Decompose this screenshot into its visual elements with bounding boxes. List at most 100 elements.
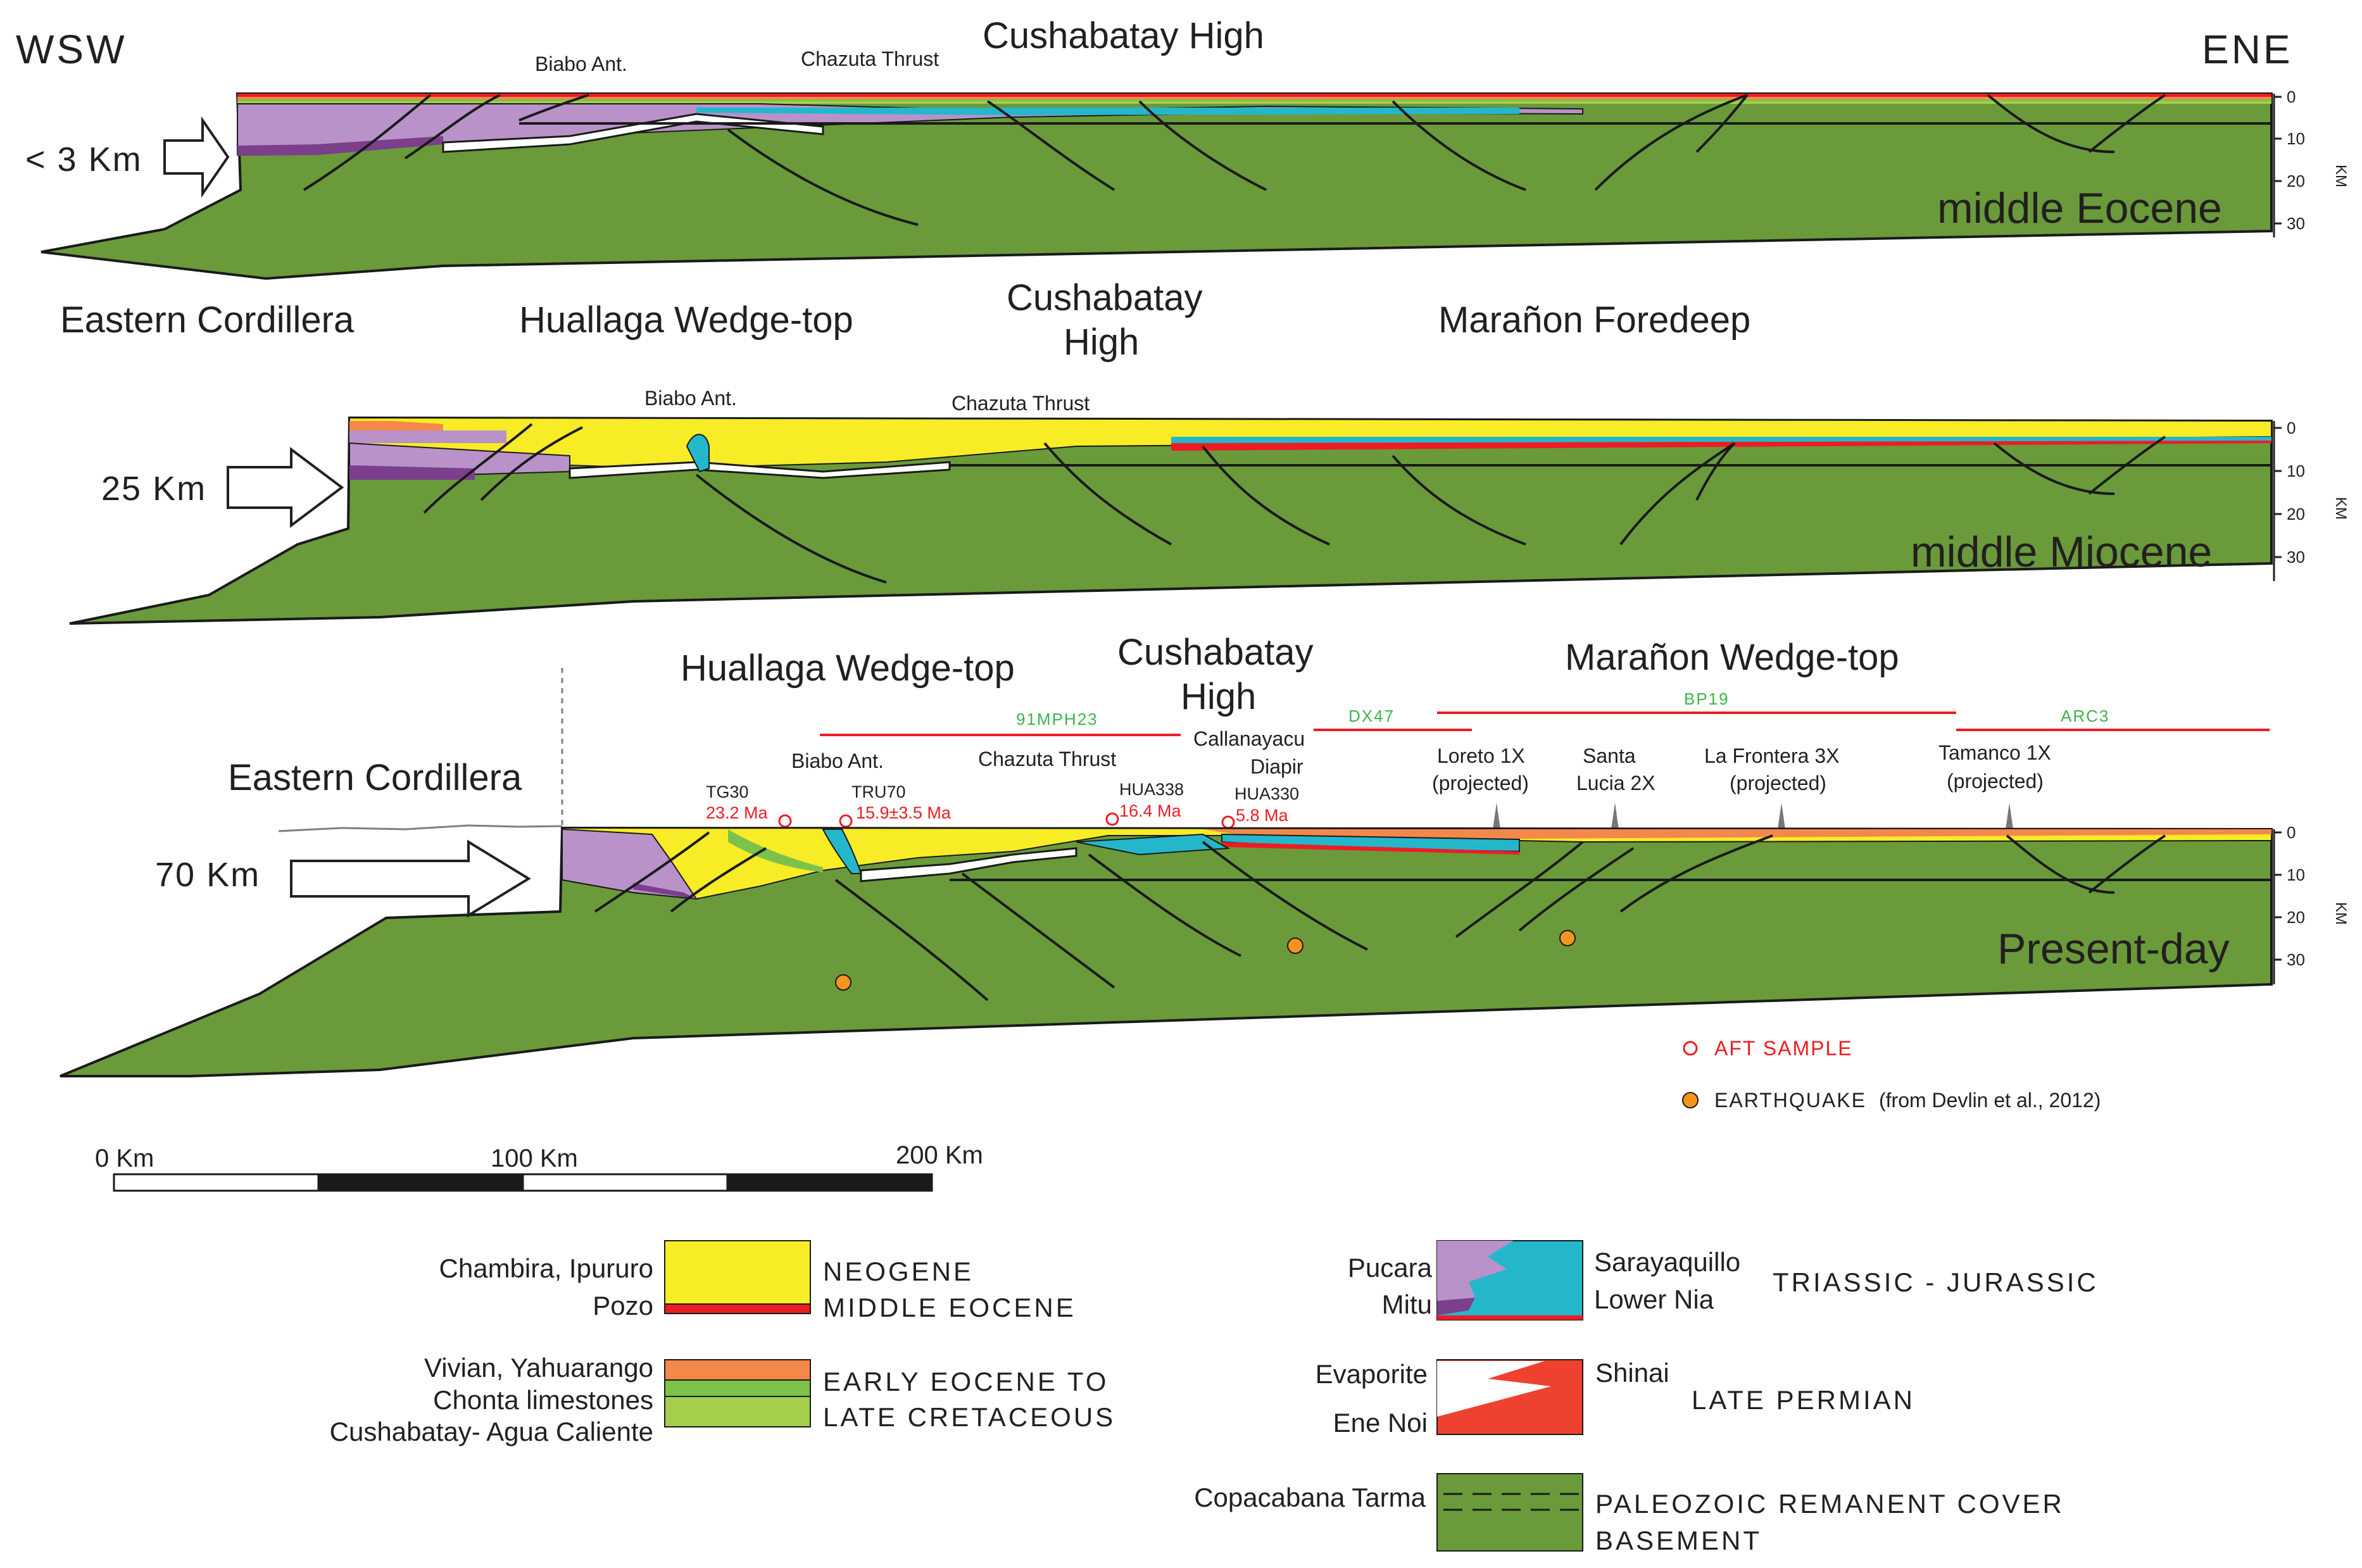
shortening-arrow-present (290, 839, 531, 918)
aft-sample-label: AFT SAMPLE (1714, 1037, 1853, 1060)
earthquake-marker-2 (1287, 938, 1303, 954)
shift-label-eocene: < 3 Km (25, 141, 142, 179)
svg-text:KM: KM (2332, 165, 2349, 187)
period-label-middle-eocene: middle Eocene (1937, 184, 2222, 232)
legend-age-middle-eocene: MIDDLE EOCENE (823, 1293, 1076, 1322)
legend-age-triassic-jurassic: TRIASSIC - JURASSIC (1773, 1267, 2099, 1297)
shortening-arrow-miocene (227, 447, 344, 528)
svg-text:10: 10 (2287, 865, 2305, 884)
depth-axis-miocene: 0 10 20 30 KM (2273, 418, 2349, 581)
shortening-arrow-eocene (163, 116, 230, 198)
sample-hua330-age: 5.8 Ma (1236, 806, 1289, 825)
region-huallaga-wedge-top-2: Huallaga Wedge-top (681, 648, 1015, 689)
legend-age-late-cretaceous: LATE CRETACEOUS (823, 1402, 1115, 1432)
region-cushabatay-1: Cushabatay (1007, 277, 1203, 318)
feature-chazuta-thrust-present: Chazuta Thrust (978, 748, 1116, 770)
legend-age-late-permian: LATE PERMIAN (1692, 1385, 1915, 1415)
profile-dx47: DX47 (1348, 706, 1395, 725)
period-label-present-day: Present-day (1997, 925, 2230, 973)
scale-bar: 0 Km 100 Km 200 Km (95, 1141, 983, 1192)
well-la-frontera-3x: La Frontera 3X (1704, 744, 1839, 767)
aft-sample-icon (1683, 1041, 1698, 1056)
scale-label-0: 0 Km (95, 1145, 154, 1172)
depth-axis-present: 0 10 20 30 KM (2273, 823, 2349, 984)
section-middle-miocene (69, 416, 2273, 625)
legend-swatch-triassic (1436, 1240, 1583, 1320)
legend-age-neogene: NEOGENE (823, 1257, 974, 1286)
feature-callanayacu: Callanayacu (1193, 727, 1305, 750)
legend-unit-cushabatay: Cushabatay- Agua Caliente (330, 1417, 653, 1446)
legend-unit-pozo: Pozo (593, 1291, 653, 1320)
svg-text:30: 30 (2287, 950, 2305, 969)
legend-unit-vivian: Vivian, Yahuarango (424, 1353, 653, 1383)
feature-chazuta-thrust-eocene: Chazuta Thrust (801, 47, 939, 70)
section-middle-eocene (41, 92, 2273, 280)
legend-swatch-cushabatay (664, 1396, 811, 1427)
aft-samples: TG30 23.2 Ma TRU70 15.9±3.5 Ma HUA338 16… (706, 780, 1299, 829)
well-santa: Santa (1583, 744, 1636, 767)
svg-text:0: 0 (2287, 418, 2296, 437)
sample-hua330: HUA330 (1234, 784, 1299, 803)
symbol-key: AFT SAMPLE EARTHQUAKE (from Devlin et al… (1682, 1037, 2101, 1112)
earthquake-marker-1 (835, 974, 851, 991)
earthquake-marker-3 (1559, 930, 1576, 946)
well-loreto-projected: (projected) (1432, 772, 1529, 794)
well-tamanco-projected: (projected) (1947, 770, 2044, 793)
region-high-1: High (1064, 322, 1139, 363)
legend-unit-sarayaquillo: Sarayaquillo (1594, 1247, 1740, 1277)
earthquake-label: EARTHQUAKE (1714, 1089, 1866, 1112)
legend-unit-chonta: Chonta limestones (433, 1385, 653, 1415)
legend-swatch-neogene (664, 1240, 811, 1314)
wells: Loreto 1X (projected) Santa Lucia 2X La … (1432, 741, 2051, 829)
svg-text:KM: KM (2332, 902, 2349, 925)
scale-label-200: 200 Km (896, 1141, 983, 1169)
aft-marker-tg30 (778, 814, 792, 828)
aft-marker-hua330 (1221, 815, 1235, 829)
svg-text:30: 30 (2287, 214, 2305, 233)
earthquake-icon (1682, 1092, 1699, 1108)
well-marker-la-frontera (1778, 803, 1785, 829)
legend-swatch-permian (1436, 1359, 1583, 1435)
legend-unit-mitu: Mitu (1382, 1289, 1432, 1319)
sample-hua338-age: 16.4 Ma (1119, 801, 1182, 820)
legend-unit-pucara: Pucara (1348, 1253, 1433, 1283)
svg-text:20: 20 (2287, 172, 2305, 191)
sample-tg30: TG30 (706, 782, 749, 801)
svg-text:20: 20 (2287, 908, 2305, 927)
legend-swatch-middle-eocene (664, 1303, 811, 1314)
region-cushabatay-2: Cushabatay (1117, 632, 1314, 673)
profile-arc3: ARC3 (2061, 706, 2109, 725)
topography-eastern-cordillera (278, 824, 563, 832)
sample-hua338: HUA338 (1119, 780, 1184, 799)
direction-left-label: WSW (16, 27, 127, 72)
region-maranon-foredeep: Marañon Foredeep (1438, 299, 1750, 341)
region-huallaga-wedge-top-1: Huallaga Wedge-top (519, 299, 853, 341)
aft-marker-hua338 (1105, 812, 1119, 826)
feature-biabo-ant-present: Biabo Ant. (791, 750, 884, 772)
shift-label-miocene: 25 Km (101, 470, 206, 508)
legend-unit-evaporite: Evaporite (1316, 1359, 1428, 1389)
region-maranon-wedge-top: Marañon Wedge-top (1565, 637, 1899, 678)
legend-unit-ene-noi: Ene Noi (1333, 1408, 1428, 1438)
well-marker-tamanco (2006, 803, 2013, 829)
svg-text:10: 10 (2287, 461, 2305, 480)
aft-marker-tru70 (839, 814, 853, 828)
depth-axis-eocene: 0 10 20 30 KM (2273, 87, 2349, 237)
scale-label-100: 100 Km (491, 1145, 578, 1172)
well-marker-loreto (1493, 803, 1500, 829)
legend-unit-chambira: Chambira, Ipururo (439, 1253, 653, 1283)
profile-91mph23: 91MPH23 (1016, 710, 1098, 729)
svg-text:0: 0 (2287, 87, 2296, 106)
sample-tru70: TRU70 (851, 782, 906, 801)
svg-text:30: 30 (2287, 548, 2305, 567)
well-loreto-1x: Loreto 1X (1437, 744, 1525, 767)
legend-age-early-eocene: EARLY EOCENE TO (823, 1367, 1109, 1396)
svg-text:10: 10 (2287, 129, 2305, 148)
region-eastern-cordillera-2: Eastern Cordillera (228, 757, 522, 798)
legend-swatch-vivian (664, 1359, 811, 1381)
legend-unit-copacabana-tarma: Copacabana Tarma (1194, 1483, 1426, 1512)
seismic-profiles: 91MPH23 DX47 BP19 ARC3 (820, 689, 2270, 736)
profile-bp19: BP19 (1684, 689, 1730, 708)
legend-age-paleozoic-cover: PALEOZOIC REMANENT COVER (1595, 1489, 2064, 1519)
